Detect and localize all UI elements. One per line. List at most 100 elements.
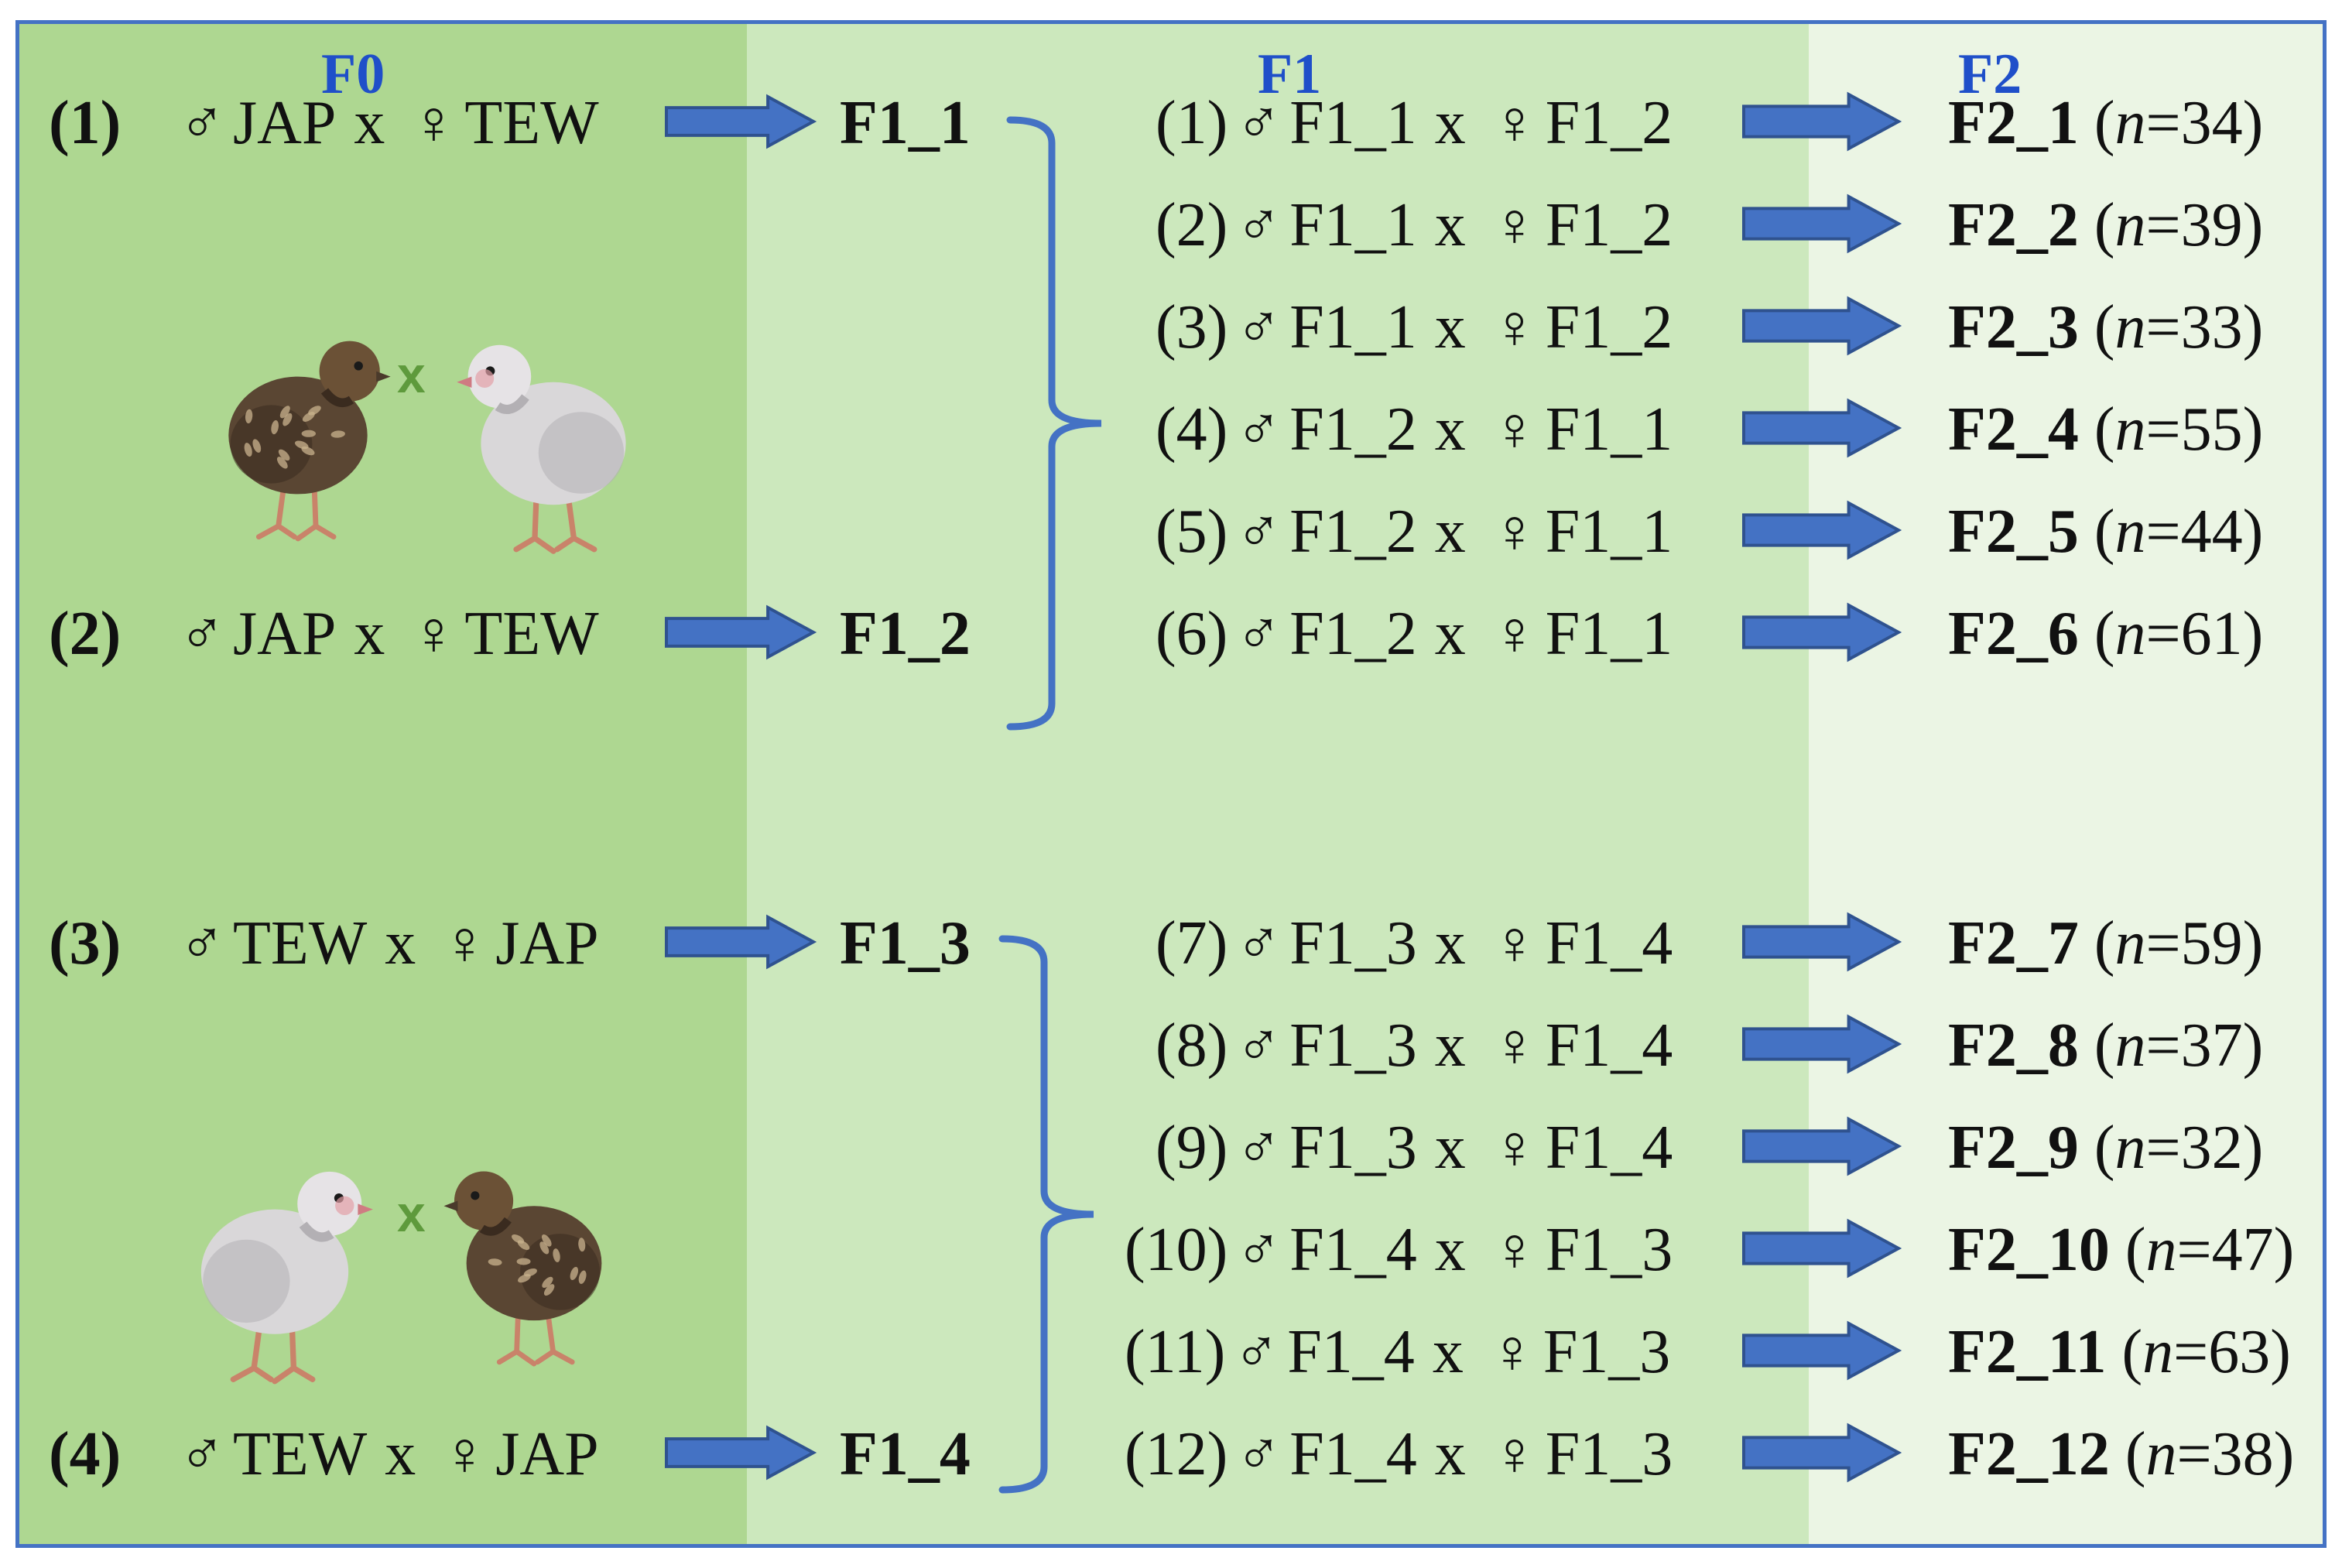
f1-male-parent: F1_2 [1289,498,1417,566]
female-symbol: ♀ [1491,191,1538,259]
f2-family-name: F2_2 [1948,191,2079,259]
n-label: n [2114,600,2146,668]
f1-cross-number: (1) [1156,89,1228,157]
f1-arrow-12 [1742,1422,1902,1483]
cross-symbol: x [385,1420,416,1488]
female-symbol: ♀ [1491,909,1538,977]
cross-symbol: x [1434,293,1466,361]
female-symbol: ♀ [441,909,488,977]
f1-offspring-2: F1_2 [840,600,971,668]
brace-group-2 [998,935,1094,1494]
n-label: n [2114,293,2146,361]
n-value: =44 [2145,498,2243,566]
n-value: =32 [2145,1114,2243,1182]
f1-male-parent: F1_1 [1289,293,1417,361]
f1-arrow-6 [1742,602,1902,662]
f0-male-parent: TEW [233,1420,368,1488]
f2-family-3: F2_3 (n=33) [1948,293,2264,361]
f1-arrow-11 [1742,1320,1902,1381]
f1-cross-number: (9) [1156,1114,1228,1182]
cross-mark-pair-1: x [397,346,426,403]
f1-arrow-4 [1742,398,1902,458]
f1-male-parent: F1_1 [1289,191,1417,259]
f0-arrow-3 [665,914,817,970]
f1-male-parent: F1_4 [1289,1216,1417,1284]
f1-female-parent: F1_1 [1545,395,1673,464]
male-symbol: ♂ [1235,1216,1282,1284]
f1-column [747,24,1809,1544]
cross-symbol: x [1434,395,1466,464]
female-symbol: ♀ [1491,395,1538,464]
n-value: =37 [2145,1012,2243,1080]
f0-male-parent: TEW [233,909,368,977]
f2-family-name: F2_3 [1948,293,2079,361]
f1-cross-number: (6) [1156,600,1228,668]
header-f2: F2 [1958,43,2022,106]
f1-female-parent: F1_3 [1543,1318,1671,1386]
f1-arrow-8 [1742,1014,1902,1074]
n-label: n [2114,1114,2146,1182]
f0-male-parent: JAP [233,89,337,157]
f1-female-parent: F1_4 [1545,909,1673,977]
male-symbol: ♂ [179,1420,225,1488]
f0-cross-number-4: (4) [49,1420,122,1488]
f0-arrow-4 [665,1425,817,1481]
n-label: n [2114,89,2146,157]
f1-cross-number: (8) [1156,1012,1228,1080]
f1-female-parent: F1_2 [1545,89,1673,157]
f1-female-parent: F1_2 [1545,293,1673,361]
female-symbol: ♀ [1491,293,1538,361]
f2-family-4: F2_4 (n=55) [1948,395,2264,464]
f1-female-parent: F1_2 [1545,191,1673,259]
header-f0: F0 [321,43,385,106]
f1-male-parent: F1_4 [1289,1420,1417,1488]
cross-symbol: x [1434,600,1466,668]
f1-cross-number: (12) [1125,1420,1228,1488]
male-symbol: ♂ [179,600,225,668]
f1-offspring-4: F1_4 [840,1420,971,1488]
female-symbol: ♀ [1491,600,1538,668]
f1-cross-number: (10) [1125,1216,1228,1284]
f1-cross-number: (11) [1125,1318,1226,1386]
n-label: n [2114,191,2146,259]
female-symbol: ♀ [441,1420,488,1488]
cross-symbol: x [1434,1420,1466,1488]
f1-female-parent: F1_3 [1545,1420,1673,1488]
cross-symbol: x [1434,89,1466,157]
cross-symbol: x [1434,1012,1466,1080]
male-symbol: ♂ [179,909,225,977]
f0-cross-number-1: (1) [49,89,122,157]
f2-family-8: F2_8 (n=37) [1948,1012,2264,1080]
f1-arrow-5 [1742,500,1902,560]
f1-female-parent: F1_4 [1545,1012,1673,1080]
male-symbol: ♂ [1235,293,1282,361]
f1-female-parent: F1_4 [1545,1114,1673,1182]
f2-family-5: F2_5 (n=44) [1948,498,2264,566]
n-label: n [2142,1318,2174,1386]
f1-arrow-9 [1742,1116,1902,1176]
f1-cross-number: (5) [1156,498,1228,566]
female-symbol: ♀ [1491,1012,1538,1080]
f2-family-2: F2_2 (n=39) [1948,191,2264,259]
n-value: =38 [2176,1420,2274,1488]
f1-female-parent: F1_1 [1545,498,1673,566]
f1-male-parent: F1_3 [1289,1012,1417,1080]
cross-symbol: x [385,909,416,977]
cross-symbol: x [1434,1114,1466,1182]
female-symbol: ♀ [1491,1420,1538,1488]
n-label: n [2114,395,2146,464]
n-value: =33 [2145,293,2243,361]
f1-cross-number: (7) [1156,909,1228,977]
cross-symbol: x [354,600,385,668]
male-symbol: ♂ [1233,1318,1280,1386]
